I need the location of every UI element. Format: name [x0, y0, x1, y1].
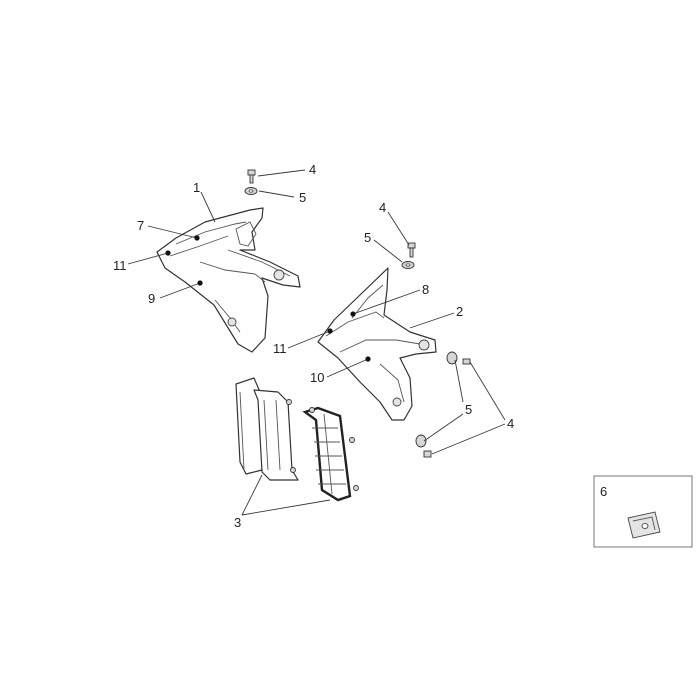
callout-10: 10: [310, 370, 324, 385]
screw-right-top: [407, 242, 416, 258]
callout-5-top-right: 5: [364, 230, 371, 245]
radiator-grille-left: [235, 377, 299, 481]
callout-5-top-left: 5: [299, 190, 306, 205]
inset-box-part-6: [593, 475, 693, 548]
callout-7: 7: [137, 218, 144, 233]
callout-dots: [165, 235, 371, 362]
callout-11-right: 11: [273, 341, 287, 356]
callout-2: 2: [456, 304, 463, 319]
callout-6: 6: [600, 484, 607, 499]
callout-4-top-right: 4: [379, 200, 386, 215]
callout-9: 9: [148, 291, 155, 306]
right-side-panel: [317, 267, 437, 421]
leader-lines: [127, 169, 506, 516]
callout-3: 3: [234, 515, 241, 530]
callout-5-lower-right: 5: [465, 402, 472, 417]
callout-8: 8: [422, 282, 429, 297]
radiator-grille-right: [302, 406, 359, 502]
screw-right-low: [423, 450, 432, 458]
washer-right-top: [401, 261, 415, 269]
callout-11-left: 11: [113, 258, 127, 273]
callout-4-top-left: 4: [309, 162, 316, 177]
screw-right-mid: [462, 358, 471, 365]
washer-left-top: [244, 187, 258, 195]
washer-right-mid: [446, 351, 458, 365]
washer-right-low: [415, 434, 427, 448]
callout-1: 1: [193, 180, 200, 195]
left-side-panel: [156, 207, 301, 353]
screw-left-top: [247, 169, 256, 184]
callout-4-lower-right: 4: [507, 416, 514, 431]
